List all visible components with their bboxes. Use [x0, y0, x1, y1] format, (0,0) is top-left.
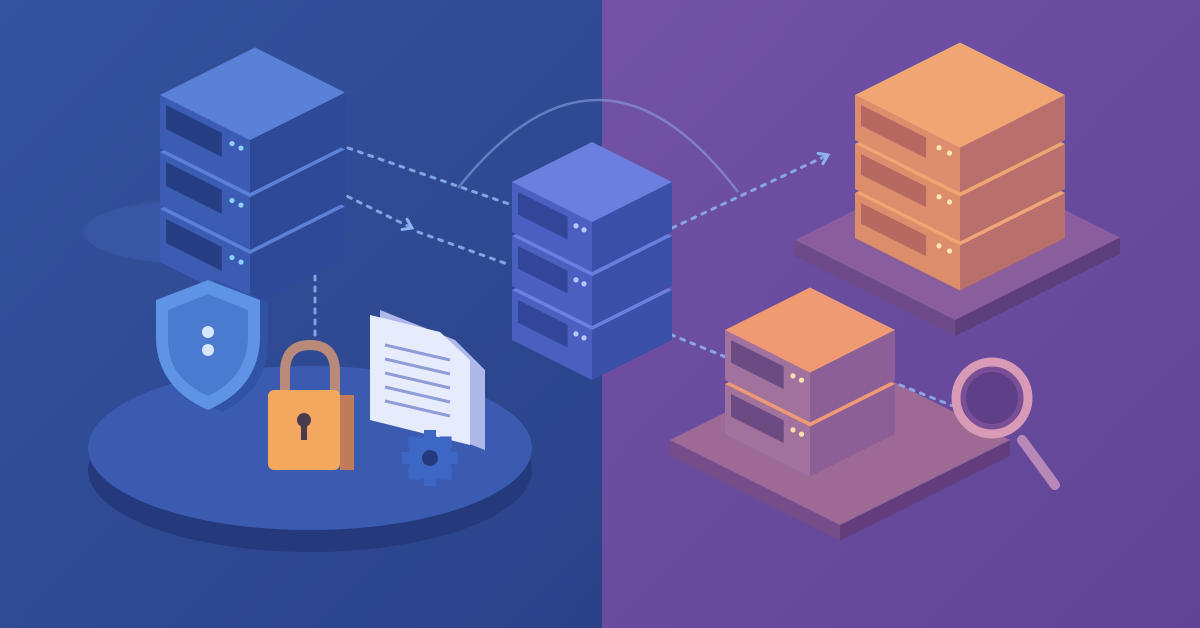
status-light: [229, 197, 235, 204]
shield-icon: [156, 280, 268, 412]
server-top-right-unit-side: [960, 95, 1065, 193]
status-light: [581, 227, 587, 233]
platform-bottom-right-front: [670, 440, 840, 541]
magnifier-icon: [951, 357, 1060, 490]
server-left: [160, 47, 345, 307]
server-center-unit-top: [512, 142, 672, 222]
server-left-unit-side: [250, 206, 345, 307]
drive-slot: [166, 219, 222, 271]
status-light: [573, 277, 579, 283]
drive-slot: [861, 203, 927, 257]
status-light: [229, 254, 235, 261]
status-light: [790, 427, 796, 433]
status-light: [946, 199, 953, 205]
status-light: [946, 248, 953, 254]
document-line: [384, 371, 451, 390]
dotted-connection: [898, 383, 960, 410]
drive-slot: [861, 105, 927, 159]
status-light: [581, 335, 587, 341]
platform-top-right-side: [955, 237, 1120, 336]
shield-dot: [202, 344, 214, 356]
status-light: [238, 259, 244, 265]
drive-slot: [861, 154, 927, 208]
gear-hole: [422, 450, 438, 466]
server-bottom-right: [725, 287, 895, 477]
document-icon: [370, 310, 485, 450]
server-center-unit-side: [592, 290, 672, 380]
server-top-right-unit-side: [960, 193, 1065, 291]
shield-dot: [202, 326, 214, 338]
status-light: [238, 145, 244, 151]
status-light: [798, 431, 805, 437]
magnifier-handle: [1017, 435, 1060, 490]
arrow-icon: [816, 151, 831, 166]
dotted-connection: [670, 153, 830, 230]
server-bottom-right-unit-top: [725, 287, 895, 373]
drive-slot: [518, 246, 568, 294]
keyhole: [301, 422, 307, 440]
status-light: [790, 373, 796, 379]
server-left-unit-side: [250, 149, 345, 250]
drive-slot: [731, 340, 784, 390]
status-light: [229, 140, 235, 147]
status-light: [936, 145, 942, 151]
server-center: [512, 142, 672, 380]
dotted-connection: [416, 230, 512, 267]
drive-slot: [518, 300, 568, 348]
document-line: [384, 385, 451, 404]
magnifier-lens: [966, 372, 1018, 424]
dotted-connection: [346, 146, 514, 207]
document-line: [384, 357, 451, 376]
lock-shackle: [280, 339, 340, 395]
drive-slot: [166, 162, 222, 214]
lock-side: [340, 395, 354, 470]
dotted-connection: [316, 180, 414, 230]
gear-icon: [402, 430, 458, 486]
drive-slot: [166, 105, 222, 157]
status-light: [238, 202, 244, 208]
status-light: [581, 281, 587, 287]
keyhole: [297, 413, 311, 427]
server-center-unit-side: [592, 182, 672, 272]
status-light: [573, 331, 579, 337]
server-bottom-right-unit-side: [810, 384, 895, 477]
drive-slot: [518, 192, 568, 240]
document-line: [384, 343, 451, 362]
server-bottom-right-unit-side: [810, 330, 895, 423]
server-top-right-unit-side: [960, 144, 1065, 242]
server-top-right: [855, 42, 1065, 291]
server-left-unit-top: [160, 47, 345, 140]
platform-top-right-front: [795, 240, 955, 336]
server-center-unit-side: [592, 236, 672, 326]
server-top-right-unit-top: [855, 42, 1065, 148]
status-light: [573, 223, 579, 229]
lock-icon: [268, 339, 354, 470]
server-left-unit-side: [250, 92, 345, 193]
status-light: [798, 377, 805, 383]
status-light: [936, 194, 942, 200]
document-line: [384, 399, 451, 418]
platform-bottom-right-side: [840, 440, 1010, 541]
status-light: [946, 150, 953, 156]
status-light: [936, 243, 942, 249]
drive-slot: [731, 394, 784, 444]
arrow-icon: [400, 217, 415, 231]
connection-arc: [457, 98, 739, 193]
